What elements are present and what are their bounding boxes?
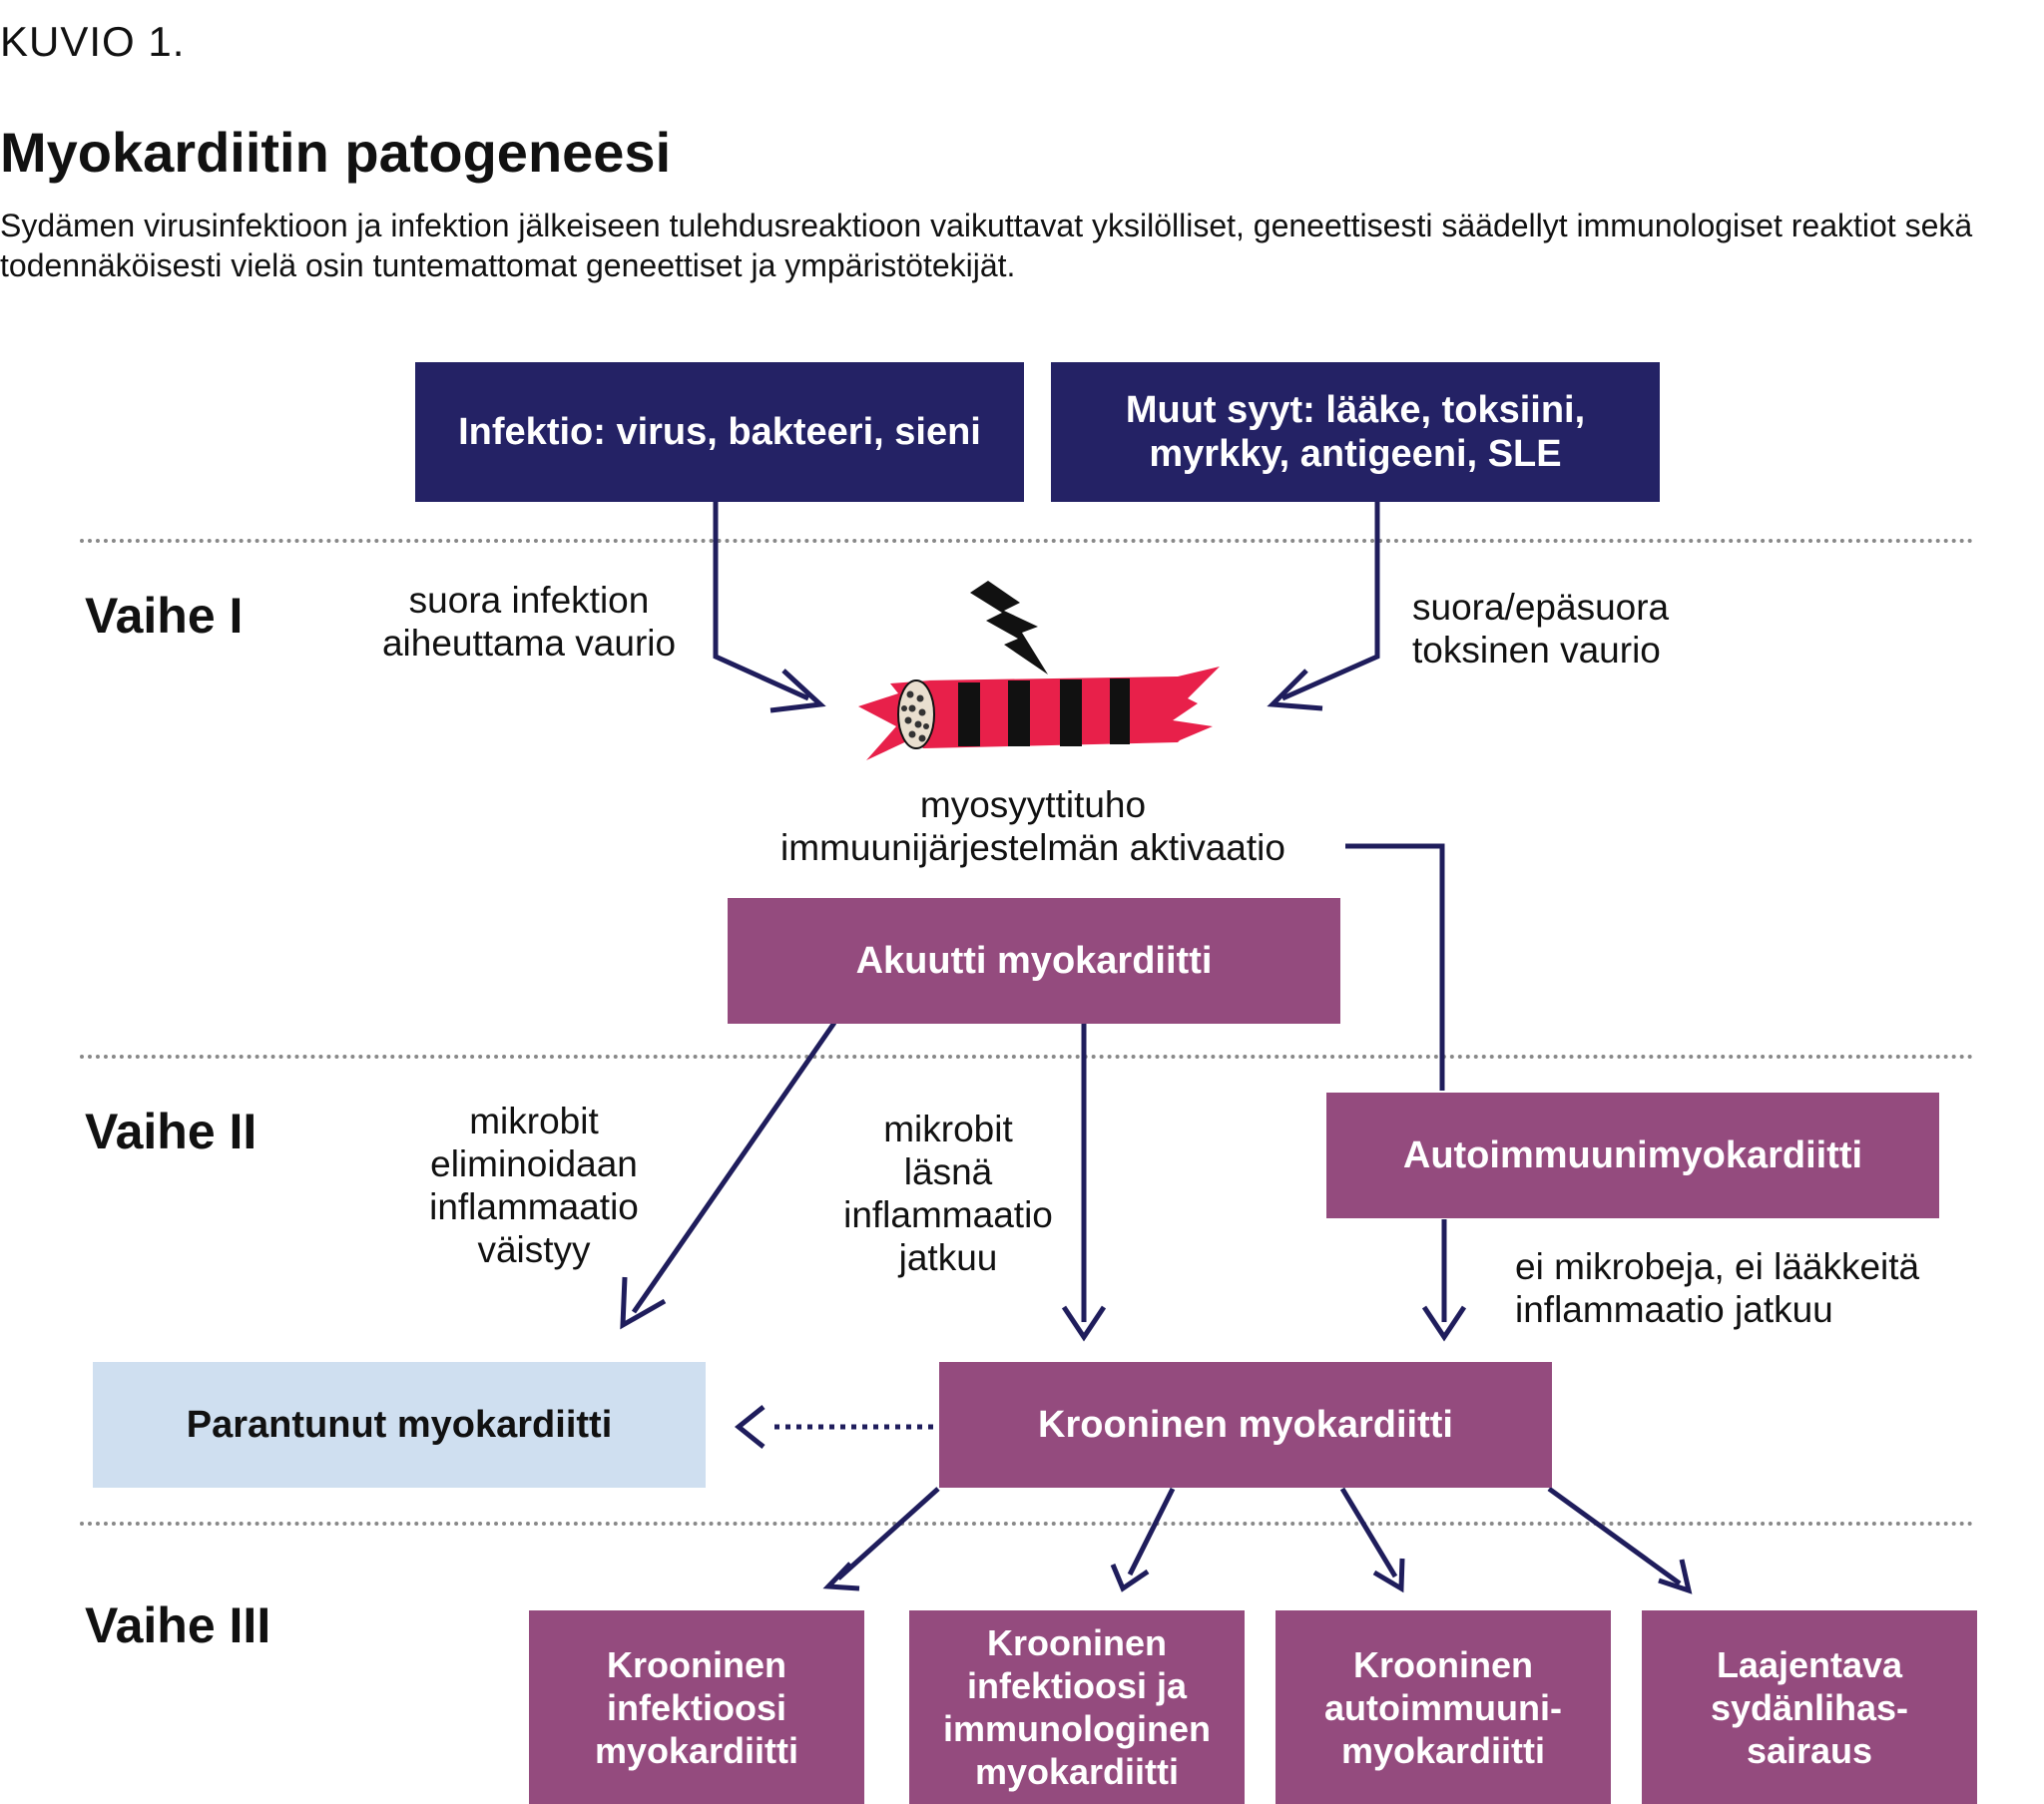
lightning-bolt-icon [970,581,1048,675]
arrow-chronic-to-immunological [1127,1487,1176,1577]
arrow-infection-to-myocyte [713,499,810,701]
autoimmune-myocarditis-label: Autoimmuunimyokardiitti [1402,1134,1863,1176]
arrow-causes-to-myocyte [1280,499,1380,701]
chronic-myocarditis-box: Krooninen myokardiitti [939,1362,1552,1488]
infection-cause-label: Infektio: virus, bakteeri, sieni [458,411,981,453]
infection-cause-box: Infektio: virus, bakteeri, sieni [415,362,1024,502]
figure-title: Myokardiitin patogeneesi [0,121,672,184]
chronic-infectious-myocarditis-label: Krooninen infektioosi myokardiitti [594,1643,799,1771]
stage-3-label: Vaihe III [85,1597,271,1653]
separator-stage3 [80,1522,1974,1526]
note-toxic-damage: suora/epäsuora toksinen vaurio [1412,587,1670,671]
note-direct-infection-damage: suora infektion aiheuttama vaurio [381,580,677,664]
acute-myocarditis-label: Akuutti myokardiitti [855,940,1213,982]
chronic-autoimmune-myocarditis-label: Krooninen autoimmuuni-myokardiitti [1324,1643,1562,1771]
arrow-chronic-to-autoimmune [1339,1487,1398,1578]
torn-muscle-fiber-icon [858,667,1220,760]
note-myocyte-injury: myosyyttituho immuunijärjestelmän aktiva… [780,784,1285,868]
dilated-cardiomyopathy-box: Laajentava sydänlihas-sairaus [1642,1610,1977,1804]
separator-stage2 [80,1055,1974,1059]
arrow-chronic-to-dilated [1547,1486,1682,1586]
chronic-myocarditis-label: Krooninen myokardiitti [1038,1404,1453,1446]
note-microbes-present: mikrobit läsnä inflammaatio jatkuu [843,1109,1053,1278]
stage-2-label: Vaihe II [85,1104,257,1159]
healed-myocarditis-label: Parantunut myokardiitti [186,1403,613,1446]
dilated-cardiomyopathy-label: Laajentava sydänlihas-sairaus [1710,1643,1909,1771]
figure-label: KUVIO 1. [0,18,186,65]
note-microbes-eliminated: mikrobit eliminoidaan inflammaatio väist… [429,1101,639,1270]
figure-subtitle: Sydämen virusinfektioon ja infektion jäl… [0,208,1973,283]
separator-stage1 [80,539,1974,543]
acute-myocarditis-box: Akuutti myokardiitti [728,898,1340,1024]
chronic-infectious-immunological-myocarditis-box: Krooninen infektioosi ja immunologinen m… [909,1610,1245,1804]
other-causes-label: Muut syyt: lääke, toksiini, myrkky, anti… [1125,389,1586,475]
chronic-infectious-immunological-myocarditis-label: Krooninen infektioosi ja immunologinen m… [943,1622,1211,1792]
chronic-autoimmune-myocarditis-box: Krooninen autoimmuuni-myokardiitti [1276,1610,1611,1804]
other-causes-box: Muut syyt: lääke, toksiini, myrkky, anti… [1051,362,1660,502]
healed-myocarditis-box: Parantunut myokardiitti [93,1362,706,1488]
stage-1-label: Vaihe I [85,588,244,644]
autoimmune-myocarditis-box: Autoimmuunimyokardiitti [1326,1093,1939,1218]
arrow-chronic-to-infectious [836,1487,940,1580]
connector-myocyte-to-autoimmune [1345,843,1445,1091]
chronic-infectious-myocarditis-box: Krooninen infektioosi myokardiitti [529,1610,864,1804]
note-no-microbes: ei mikrobeja, ei lääkkeitä inflammaatio … [1515,1246,1920,1330]
arrow-acute-to-healed [631,1021,837,1314]
